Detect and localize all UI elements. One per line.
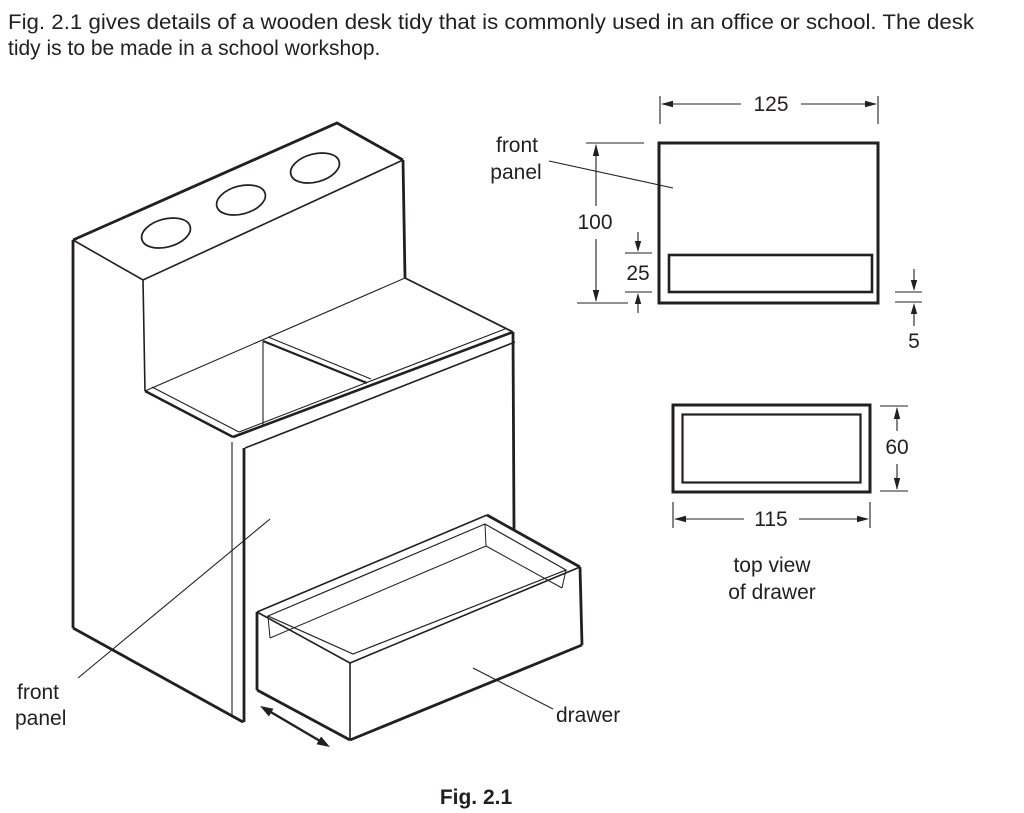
- back-block-front-bottom-edge: [144, 277, 406, 392]
- drawer-top-right-edge: [486, 513, 581, 569]
- slide-arrow-head-right: [316, 736, 330, 747]
- bin-rim-left-outer-edge: [144, 389, 234, 439]
- dim-115-arrow-left: [674, 515, 686, 523]
- top-view-caption-line1: top view: [733, 554, 811, 577]
- header-line-1: Fig. 2.1 gives details of a wooden desk …: [8, 11, 975, 34]
- front-panel-bottom-edge: [231, 715, 245, 723]
- dim-60-arrow-top: [893, 407, 901, 419]
- front-panel-outline: [657, 141, 880, 305]
- dim-125-arrow-right: [865, 100, 877, 108]
- back-block-top-front-edges: [72, 159, 404, 281]
- dim-100-value: 100: [577, 211, 612, 234]
- top-view-caption-line2: of drawer: [728, 581, 816, 604]
- dimension-100: 100: [577, 142, 644, 304]
- dim-115-value: 115: [754, 508, 787, 531]
- dim-25-arrow-down: [634, 241, 642, 252]
- back-block-top-silhouette-edge: [72, 121, 404, 242]
- drawer-label: drawer: [556, 704, 620, 727]
- drawer-top-view-inner-outline: [681, 413, 862, 484]
- dimension-125: 125: [659, 93, 879, 124]
- drawer-bottom-front-edge: [349, 643, 583, 742]
- figure-caption: Fig. 2.1: [440, 786, 513, 809]
- drawer-floor-right-edge: [485, 545, 563, 589]
- drawer-floor-back-edge: [269, 545, 487, 639]
- drawer-inner-corner-back: [484, 523, 487, 547]
- dim-115-extension-lines: [672, 502, 871, 528]
- dim-25-arrow-up: [634, 293, 642, 304]
- bin-right-end-top-edge: [404, 277, 514, 333]
- drawer-top-left-edge: [256, 611, 351, 664]
- dim-5-value: 5: [908, 330, 920, 353]
- pen-hole-right: [289, 152, 341, 184]
- front-panel-leader-line: [77, 518, 271, 679]
- dim-5-arrow-down: [910, 280, 918, 291]
- front-panel-view-label-line2: panel: [490, 161, 541, 184]
- front-panel-label-line1: front: [17, 681, 59, 704]
- dim-115-arrow-right: [857, 515, 869, 523]
- back-block-front-left-edge: [142, 279, 146, 392]
- dim-125-extension-lines: [659, 96, 879, 124]
- bin-rim-front-inner-edge: [238, 328, 506, 433]
- pen-hole-left: [140, 217, 192, 249]
- bin-rim-left-inner-edge: [151, 386, 240, 433]
- dim-125-arrow-left: [661, 100, 673, 108]
- drawer-box: [255, 513, 584, 742]
- bottom-left-edge: [72, 626, 244, 724]
- drawer-opening-outline: [667, 253, 874, 294]
- drawer-top-back-edge: [256, 514, 488, 613]
- front-panel-view-leader-line: [548, 160, 674, 189]
- compartment-bin: [144, 277, 516, 530]
- dim-60-arrow-bottom: [893, 478, 901, 490]
- divider-top-edge: [262, 339, 368, 385]
- front-panel-view-label-line1: front: [496, 134, 538, 157]
- front-panel: [231, 341, 516, 723]
- front-panel-top-edge: [244, 341, 516, 449]
- dim-125-value: 125: [753, 93, 788, 116]
- drawer-top-view-outline: [671, 403, 872, 494]
- body-right-vertical-edge: [511, 331, 516, 530]
- dim-100-extension-lines: [577, 142, 644, 304]
- pen-hole-middle: [215, 184, 267, 216]
- front-panel-label-line2: panel: [15, 707, 66, 730]
- dimension-5: 5: [895, 269, 922, 353]
- drawer-inner-corner-right: [561, 569, 567, 589]
- drawer-inner-corner-left: [267, 615, 271, 639]
- isometric-labels: front panel drawer: [15, 518, 620, 730]
- dim-60-value: 60: [885, 436, 908, 459]
- drawer-bottom-left-edge: [256, 688, 351, 742]
- header-paragraph: Fig. 2.1 gives details of a wooden desk …: [8, 11, 975, 60]
- drawer-top-view: 60 115 top view of drawer: [671, 403, 909, 604]
- header-line-2: tidy is to be made in a school workshop.: [8, 37, 380, 60]
- bin-rim-front-outer-edge: [232, 330, 514, 439]
- divider-top-inner-edge: [267, 336, 372, 380]
- drawer-right-vertical-edge: [578, 566, 584, 646]
- drawer-slide-arrow: [260, 706, 330, 747]
- back-block: [72, 121, 407, 392]
- dim-25-tick-lines: [625, 252, 652, 293]
- slide-arrow-head-left: [260, 706, 274, 717]
- front-panel-view: front panel 125 100 25: [490, 93, 922, 353]
- isometric-drawing: front panel drawer: [15, 121, 620, 747]
- side-panel: [71, 240, 244, 724]
- back-block-right-edge: [401, 159, 407, 279]
- drawer-top-front-edge: [349, 566, 581, 664]
- slide-arrow-shaft: [268, 709, 321, 743]
- dim-25-value: 25: [626, 262, 649, 285]
- dim-5-tick-lines: [895, 291, 922, 303]
- dim-100-arrow-bottom: [592, 290, 600, 302]
- dimension-25: 25: [625, 232, 652, 313]
- dim-5-arrow-up: [910, 303, 918, 314]
- dimension-60: 60: [880, 405, 909, 492]
- dimension-115: 115: [672, 502, 871, 531]
- drawer-leader-line: [472, 667, 554, 710]
- dim-100-arrow-top: [592, 144, 600, 156]
- dim-60-extension-lines: [880, 405, 908, 492]
